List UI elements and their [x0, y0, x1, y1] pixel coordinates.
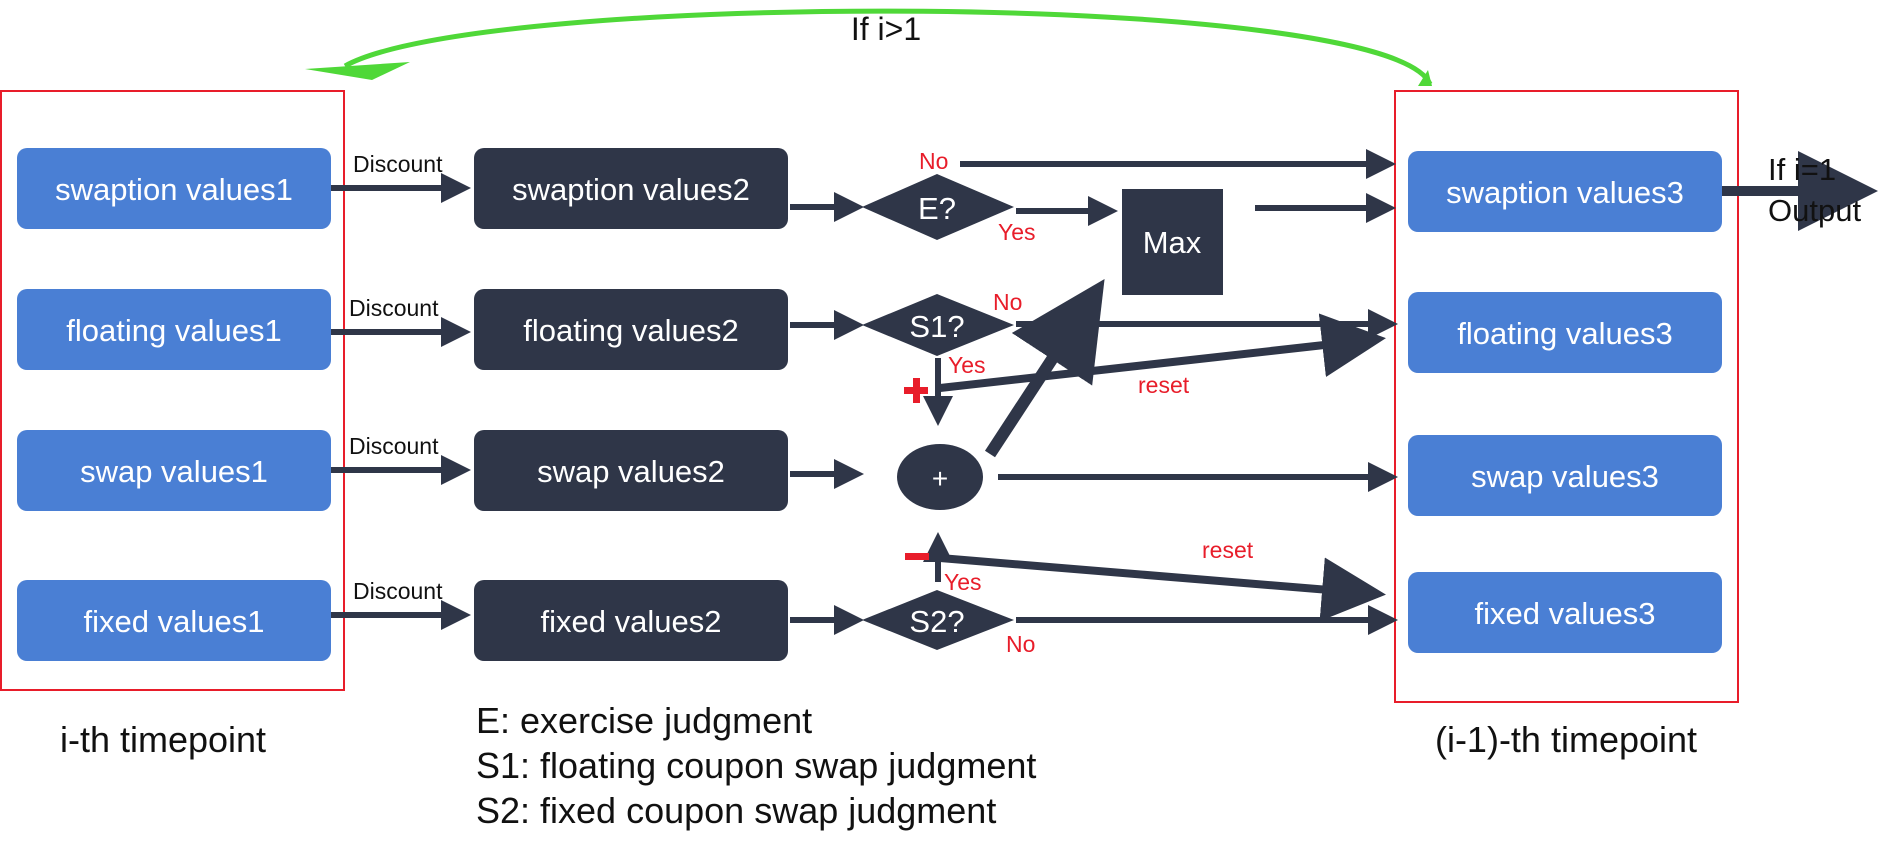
- discount-label: Discount: [349, 433, 439, 459]
- col2-box-label: swaption values2: [512, 172, 750, 207]
- output-label-line1: If i=1: [1768, 152, 1836, 187]
- col2-box: swap values2: [474, 430, 788, 511]
- s2-no-label: No: [1006, 631, 1035, 657]
- legend-line: S2: fixed coupon swap judgment: [476, 790, 996, 831]
- decision-e-label: E?: [918, 191, 956, 226]
- col3-box-label: floating values3: [1457, 316, 1672, 351]
- col2-box-label: fixed values2: [541, 604, 722, 639]
- col2-box-label: floating values2: [523, 313, 738, 348]
- plus-node-label: +: [932, 463, 948, 494]
- col1-box: fixed values1: [17, 580, 331, 661]
- col2-box: floating values2: [474, 289, 788, 370]
- reset-bottom-label: reset: [1202, 537, 1254, 563]
- decision-e: E?: [862, 174, 1014, 240]
- col2-box-label: swap values2: [537, 454, 725, 489]
- col3-box-label: swap values3: [1471, 459, 1659, 494]
- discount-label: Discount: [349, 295, 439, 321]
- discount-label: Discount: [353, 151, 443, 177]
- col3-box: swaption values3: [1408, 151, 1722, 232]
- col2-box: fixed values2: [474, 580, 788, 661]
- decision-s1-label: S1?: [909, 309, 964, 344]
- plus-to-max-arrow: [984, 278, 1105, 458]
- col1-box: swap values1: [17, 430, 331, 511]
- reset-top-label: reset: [1138, 372, 1190, 398]
- legend-line: S1: floating coupon swap judgment: [476, 745, 1036, 786]
- i-1th-timepoint-frame: [1394, 90, 1739, 703]
- loop-label: If i>1: [851, 11, 921, 47]
- e-no-label: No: [919, 148, 948, 174]
- s1-no-label: No: [993, 289, 1022, 315]
- col3-box-label: swaption values3: [1446, 175, 1684, 210]
- col1-box: swaption values1: [17, 148, 331, 229]
- reset-bottom-arrow: [939, 554, 1386, 622]
- max-box-label: Max: [1143, 225, 1202, 260]
- col1-box: floating values1: [17, 289, 331, 370]
- col1-box-label: swaption values1: [55, 172, 293, 207]
- s2-yes-label: Yes: [944, 569, 982, 595]
- decision-s1: S1?: [862, 294, 1014, 356]
- plus-sign-icon: [904, 378, 928, 403]
- s1-yes-label: Yes: [948, 352, 986, 378]
- col3-box: floating values3: [1408, 292, 1722, 373]
- legend-line: E: exercise judgment: [476, 700, 812, 741]
- discount-label: Discount: [353, 578, 443, 604]
- decision-s2-label: S2?: [909, 604, 964, 639]
- col3-box: swap values3: [1408, 435, 1722, 516]
- col1-box-label: fixed values1: [84, 604, 265, 639]
- decision-s2: S2?: [862, 590, 1014, 650]
- ith-timepoint-caption: i-th timepoint: [60, 719, 266, 760]
- ith-timepoint-frame: [0, 90, 345, 691]
- i-1th-timepoint-caption: (i-1)-th timepoint: [1435, 719, 1697, 760]
- col1-box-label: floating values1: [66, 313, 281, 348]
- col2-box: swaption values2: [474, 148, 788, 229]
- e-yes-label: Yes: [998, 219, 1036, 245]
- plus-node: +: [897, 444, 983, 510]
- max-box: Max: [1122, 189, 1223, 295]
- loop-arrow: [305, 8, 1433, 86]
- col3-box: fixed values3: [1408, 572, 1722, 653]
- output-label-line2: Output: [1768, 193, 1861, 228]
- minus-sign-icon: [905, 553, 929, 560]
- col1-box-label: swap values1: [80, 454, 268, 489]
- col3-box-label: fixed values3: [1475, 596, 1656, 631]
